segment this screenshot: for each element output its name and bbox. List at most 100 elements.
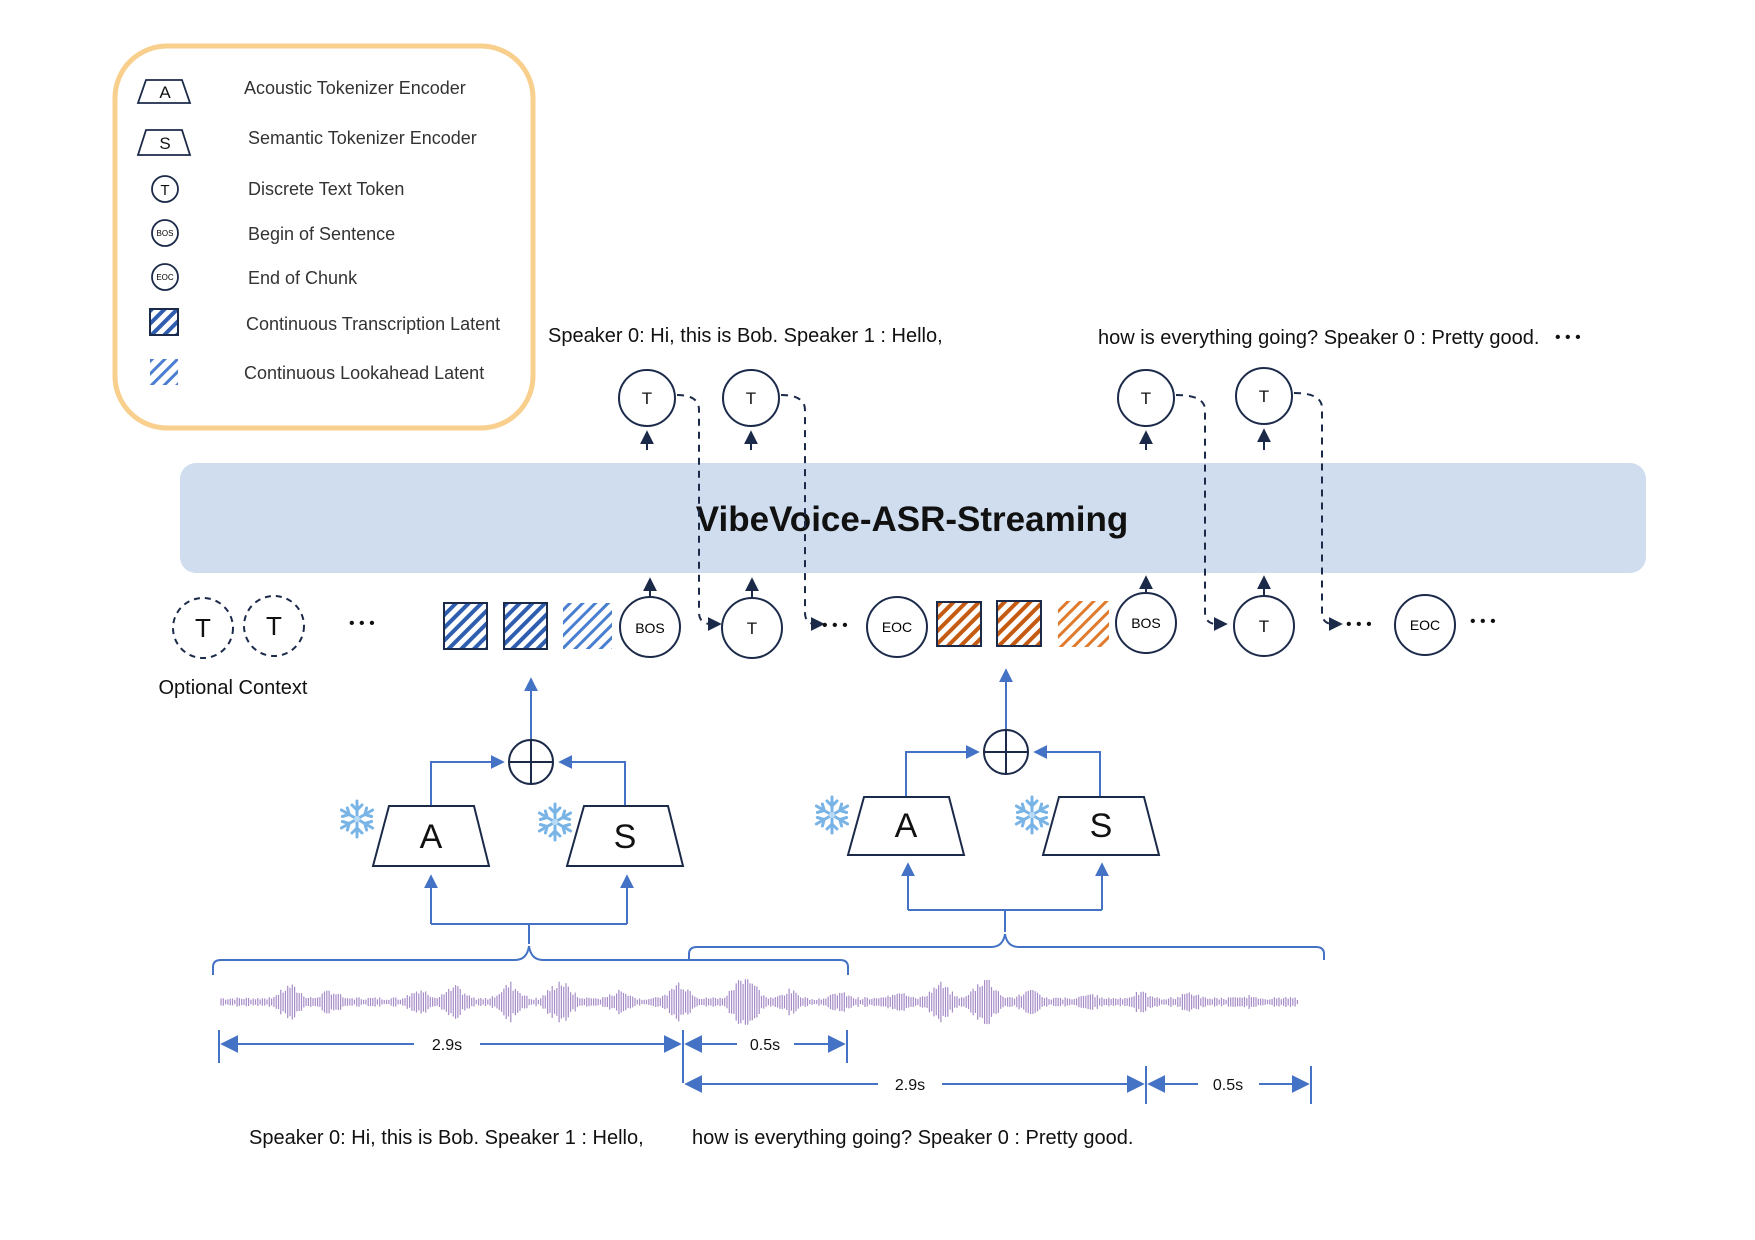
- semantic-encoder: S: [565, 805, 685, 867]
- text-token-icon: [151, 175, 179, 203]
- context-token: [172, 597, 234, 659]
- sequence-ellipsis: • • •: [1470, 613, 1496, 630]
- input-token-eoc: EOC: [866, 596, 928, 658]
- legend-frame: [112, 43, 536, 431]
- chunk-duration-label: 2.9s: [895, 1077, 925, 1094]
- lookahead-duration-label: 0.5s: [750, 1037, 780, 1054]
- legend-symbol: T: [160, 182, 169, 199]
- input-token: T: [721, 597, 783, 659]
- legend-symbol: A: [159, 83, 171, 102]
- output-text-chunk-2: how is everything going? Speaker 0 : Pre…: [1098, 327, 1539, 349]
- legend-item-bos: BOS Begin of Sentence: [151, 219, 395, 247]
- semantic-encoder-icon: [136, 129, 192, 156]
- encoder-group-chunk-1: A S: [339, 677, 685, 944]
- legend: A Acoustic Tokenizer Encoder S Semantic …: [112, 43, 536, 431]
- svg-text:BOS: BOS: [635, 620, 665, 636]
- lookahead-duration-label: 0.5s: [1213, 1077, 1243, 1094]
- sum-node: [983, 729, 1029, 775]
- context-token: [243, 595, 305, 657]
- lookahead-latent: [1058, 601, 1109, 647]
- snowflake-icon: [339, 799, 375, 839]
- legend-item-acoustic: A Acoustic Tokenizer Encoder: [136, 78, 466, 104]
- input-arrows: [643, 575, 1271, 597]
- lookahead-latent-icon: [150, 359, 178, 385]
- output-arrows: [640, 428, 1271, 450]
- svg-text:BOS: BOS: [1131, 615, 1161, 631]
- transcription-latent: [996, 600, 1042, 647]
- transcription-latent-icon: [149, 308, 179, 336]
- legend-item-lookahead-latent: Continuous Lookahead Latent: [150, 359, 484, 385]
- acoustic-encoder: A: [846, 796, 966, 856]
- legend-label: Begin of Sentence: [248, 224, 395, 244]
- duration-markers: 2.9s 0.5s 2.9s 0.5s: [218, 1030, 1312, 1104]
- audio-waveform: [220, 979, 1299, 1025]
- optional-context-label: Optional Context: [159, 677, 308, 699]
- input-token-bos: BOS: [619, 596, 681, 658]
- transcription-latent: [936, 601, 982, 647]
- input-token-bos: BOS: [1115, 592, 1177, 654]
- model-title: VibeVoice-ASR-Streaming: [696, 500, 1128, 539]
- sequence-ellipsis: • • •: [1346, 616, 1372, 633]
- window-brace-2: [688, 933, 1325, 960]
- lookahead-latent: [563, 603, 612, 649]
- output-token: T: [1117, 369, 1175, 427]
- input-token: T: [1233, 595, 1295, 657]
- legend-symbol: BOS: [157, 229, 174, 238]
- sequence-ellipsis: • • •: [822, 617, 848, 634]
- snowflake-icon: [1014, 795, 1050, 835]
- svg-text:T: T: [746, 389, 756, 408]
- encoder-group-chunk-2: A S: [814, 668, 1161, 932]
- bos-token-icon: [151, 219, 179, 247]
- svg-text:T: T: [266, 611, 282, 641]
- legend-label: Semantic Tokenizer Encoder: [248, 128, 477, 148]
- eoc-token-icon: [151, 263, 179, 291]
- svg-text:EOC: EOC: [882, 619, 912, 635]
- svg-text:T: T: [195, 613, 211, 643]
- legend-label: Acoustic Tokenizer Encoder: [244, 78, 466, 98]
- input-token-eoc: EOC: [1394, 594, 1456, 656]
- snowflake-icon: [814, 795, 850, 835]
- output-token: T: [618, 369, 676, 427]
- window-braces: [212, 933, 1325, 975]
- optional-context: T T • • • Optional Context: [159, 595, 375, 699]
- context-ellipsis: • • •: [349, 615, 375, 632]
- legend-item-eoc: EOC End of Chunk: [151, 263, 358, 291]
- legend-item-text-token: T Discrete Text Token: [151, 175, 404, 203]
- svg-text:S: S: [614, 818, 637, 856]
- chunk1-latents: [443, 602, 612, 650]
- svg-text:A: A: [895, 807, 918, 845]
- svg-text:T: T: [1141, 389, 1151, 408]
- svg-text:S: S: [1090, 807, 1113, 845]
- svg-text:T: T: [1259, 387, 1269, 406]
- output-text-chunk-1: Speaker 0: Hi, this is Bob. Speaker 1 : …: [548, 325, 943, 347]
- chunk2-latents: [936, 600, 1109, 647]
- acoustic-encoder-icon: [136, 79, 192, 104]
- output-tokens: T T T T: [618, 367, 1293, 427]
- window-brace-1: [212, 945, 849, 975]
- chunk-duration-label: 2.9s: [432, 1037, 462, 1054]
- svg-text:A: A: [420, 818, 443, 856]
- svg-text:T: T: [642, 389, 652, 408]
- legend-label: Discrete Text Token: [248, 179, 404, 199]
- output-ellipsis: • • •: [1555, 329, 1581, 346]
- legend-symbol: EOC: [156, 273, 174, 282]
- svg-text:EOC: EOC: [1410, 617, 1440, 633]
- legend-label: Continuous Lookahead Latent: [244, 363, 484, 383]
- semantic-encoder: S: [1041, 796, 1161, 856]
- legend-label: Continuous Transcription Latent: [246, 314, 500, 334]
- legend-symbol: S: [159, 134, 170, 153]
- transcript-part-1: Speaker 0: Hi, this is Bob. Speaker 1 : …: [249, 1127, 644, 1149]
- feedback-lines: [676, 392, 1343, 631]
- transcription-latent: [443, 602, 488, 650]
- svg-text:T: T: [747, 619, 757, 638]
- sum-node: [508, 739, 554, 785]
- snowflake-icon: [537, 802, 573, 842]
- output-token: T: [722, 369, 780, 427]
- legend-item-semantic: S Semantic Tokenizer Encoder: [136, 128, 477, 156]
- transcription-latent: [503, 602, 548, 650]
- output-token: T: [1235, 367, 1293, 425]
- transcript-part-2: how is everything going? Speaker 0 : Pre…: [692, 1127, 1133, 1149]
- model-bar: [180, 463, 1646, 573]
- svg-text:T: T: [1259, 617, 1269, 636]
